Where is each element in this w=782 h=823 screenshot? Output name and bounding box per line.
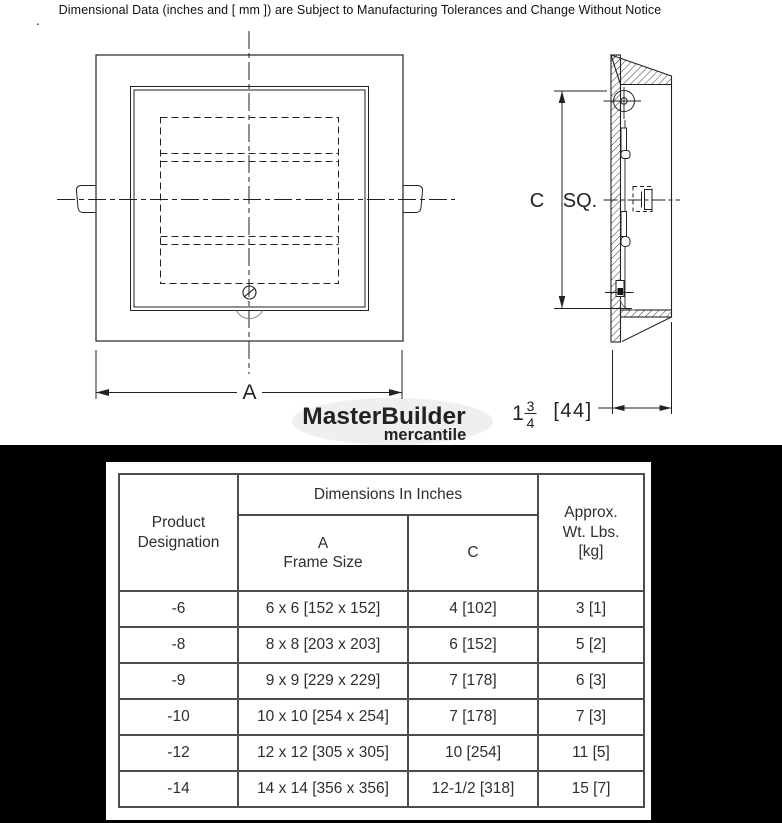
front-view: A — [57, 31, 455, 404]
table-header-row-1: Product Designation Dimensions In Inches… — [118, 473, 645, 592]
header-a-frame-size: A Frame Size — [237, 514, 409, 592]
cell-weight: 6 [3] — [537, 662, 645, 700]
side-brackets — [620, 127, 631, 247]
watermark-ellipse — [292, 398, 493, 445]
cell-designation: -12 — [118, 734, 239, 772]
cell-c: 6 [152] — [407, 626, 539, 664]
depth-numerator-label: 3 — [527, 398, 535, 414]
cell-frame-size: 14 x 14 [356 x 356] — [237, 770, 409, 808]
table-row: -14 14 x 14 [356 x 356] 12-1/2 [318] 15 … — [118, 770, 645, 808]
side-frame-bar — [610, 54, 622, 343]
cell-designation: -14 — [118, 770, 239, 808]
dimension-depth — [524, 322, 672, 414]
cell-c: 12-1/2 [318] — [407, 770, 539, 808]
spec-panel: Product Designation Dimensions In Inches… — [106, 462, 651, 820]
header-product-designation: Product Designation — [118, 473, 239, 592]
cell-frame-size: 9 x 9 [229 x 229] — [237, 662, 409, 700]
cell-c: 7 [178] — [407, 662, 539, 700]
damper-shaft — [603, 186, 680, 212]
dimension-a-label: A — [242, 381, 256, 404]
spec-band: Product Designation Dimensions In Inches… — [0, 445, 782, 823]
cell-weight: 11 [5] — [537, 734, 645, 772]
table-row: -12 12 x 12 [305 x 305] 10 [254] 11 [5] — [118, 734, 645, 772]
side-view: C SQ. 1 3 4 [44] — [512, 54, 680, 431]
table-row: -6 6 x 6 [152 x 152] 4 [102] 3 [1] — [118, 590, 645, 628]
cell-designation: -8 — [118, 626, 239, 664]
cell-designation: -10 — [118, 698, 239, 736]
cell-weight: 15 [7] — [537, 770, 645, 808]
front-inner-frame-outer-line — [130, 86, 369, 311]
front-damper-hidden-outline — [160, 117, 339, 284]
screw-head-icon — [242, 285, 257, 300]
table-row: -10 10 x 10 [254 x 254] 7 [178] 7 [3] — [118, 698, 645, 736]
front-damper-blade-lines — [160, 153, 339, 245]
dimension-c-label: C — [530, 190, 544, 212]
table-row: -8 8 x 8 [203 x 203] 6 [152] 5 [2] — [118, 626, 645, 664]
front-inner-frame-inner-line — [133, 89, 366, 308]
cell-designation: -9 — [118, 662, 239, 700]
cell-c: 10 [254] — [407, 734, 539, 772]
screw-slot — [243, 287, 256, 298]
cell-c: 4 [102] — [407, 590, 539, 628]
top-hinge — [603, 87, 641, 119]
side-bottom-flange-strip — [619, 309, 673, 318]
side-bottom-flange-edge — [621, 316, 672, 342]
latch-swing-arc — [236, 310, 263, 320]
table-header-row-2: A Frame Size C — [119, 514, 644, 592]
watermark-primary-text: MasterBuilder — [302, 403, 466, 430]
cell-c: 7 [178] — [407, 698, 539, 736]
depth-whole-label: 1 — [512, 402, 524, 425]
dimension-a — [95, 350, 403, 399]
side-top-flange — [610, 54, 673, 86]
right-tab — [403, 185, 424, 213]
dimension-sq-label: SQ. — [563, 190, 597, 212]
cell-frame-size: 12 x 12 [305 x 305] — [237, 734, 409, 772]
doc-title: Dimensional Data (inches and [ mm ]) are… — [58, 3, 662, 17]
cell-frame-size: 10 x 10 [254 x 254] — [237, 698, 409, 736]
cell-frame-size: 8 x 8 [203 x 203] — [237, 626, 409, 664]
cell-weight: 7 [3] — [537, 698, 645, 736]
dimension-drawing: MasterBuilder mercantile — [57, 31, 680, 445]
cell-weight: 5 [2] — [537, 626, 645, 664]
header-approx-weight: Approx. Wt. Lbs. [kg] — [537, 473, 645, 592]
depth-denominator-label: 4 — [527, 415, 535, 431]
header-dimensions-group: Dimensions In Inches — [237, 473, 539, 516]
stray-dot: . — [36, 12, 40, 28]
left-tab — [75, 185, 96, 213]
watermark: MasterBuilder mercantile — [292, 398, 493, 445]
cell-frame-size: 6 x 6 [152 x 152] — [237, 590, 409, 628]
cell-designation: -6 — [118, 590, 239, 628]
dimension-c-sq — [554, 90, 632, 309]
bottom-latch-screw — [605, 280, 634, 297]
depth-mm-label: [44] — [553, 400, 592, 422]
table-row: -9 9 x 9 [229 x 229] 7 [178] 6 [3] — [118, 662, 645, 700]
watermark-secondary-text: mercantile — [384, 426, 467, 444]
cell-weight: 3 [1] — [537, 590, 645, 628]
front-outer-frame — [95, 54, 404, 342]
header-c: C — [407, 514, 539, 592]
spec-table: Product Designation Dimensions In Inches… — [118, 473, 645, 808]
